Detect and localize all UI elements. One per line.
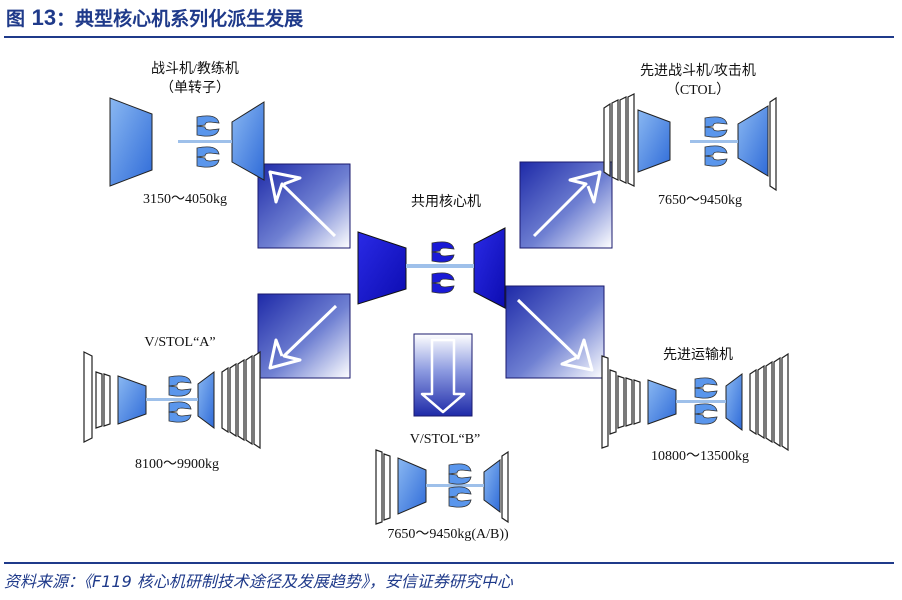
title-rule (4, 36, 894, 38)
ctol-subtitle: （CTOL） (665, 83, 731, 98)
transport-title: 先进运输机 (663, 348, 733, 363)
vstol-a-weight: 8100～9900kg (135, 457, 219, 472)
figure-label: 图 (6, 8, 26, 30)
fighter-trainer-title: 战斗机/教练机 (151, 62, 239, 77)
vstol-b-engine (375, 449, 509, 525)
fighter-trainer-weight: 3150～4050kg (143, 192, 227, 207)
figure-title: 图 13：典型核心机系列化派生发展 (6, 4, 303, 31)
vstol-a-title: V/STOL“A” (144, 335, 216, 350)
ctol-weight: 7650～9450kg (658, 193, 742, 208)
vstol-a-engine (83, 350, 261, 450)
ctol-label: 先进战斗机/攻击机 （CTOL） (628, 62, 768, 100)
fighter-trainer-label: 战斗机/教练机 （单转子） (150, 60, 240, 98)
fighter-trainer-engine (109, 97, 265, 187)
arrow-to-fighter (257, 163, 351, 249)
arrow-to-vstol-b (413, 333, 473, 417)
transport-weight: 10800～13500kg (651, 449, 749, 464)
figure-title-text: 典型核心机系列化派生发展 (75, 8, 304, 30)
fighter-trainer-subtitle: （单转子） (160, 81, 230, 96)
transport-engine (601, 352, 789, 452)
source-note: 资料来源：《F119 核心机研制技术途径及发展趋势》，安信证券研究中心 (4, 572, 513, 591)
figure-separator: ： (56, 8, 76, 30)
vstol-b-title: V/STOL“B” (409, 432, 481, 447)
ctol-engine (603, 93, 777, 192)
common-core-engine (357, 227, 506, 309)
source-rule (4, 562, 894, 564)
arrow-to-transport (505, 285, 605, 379)
arrow-to-ctol (519, 161, 613, 249)
figure-number: 13 (31, 5, 57, 30)
vstol-b-weight: 7650～9450kg(A/B)) (387, 527, 509, 542)
common-core-title: 共用核心机 (411, 195, 481, 210)
arrow-to-vstol-a (257, 293, 351, 379)
ctol-title: 先进战斗机/攻击机 (640, 64, 756, 79)
